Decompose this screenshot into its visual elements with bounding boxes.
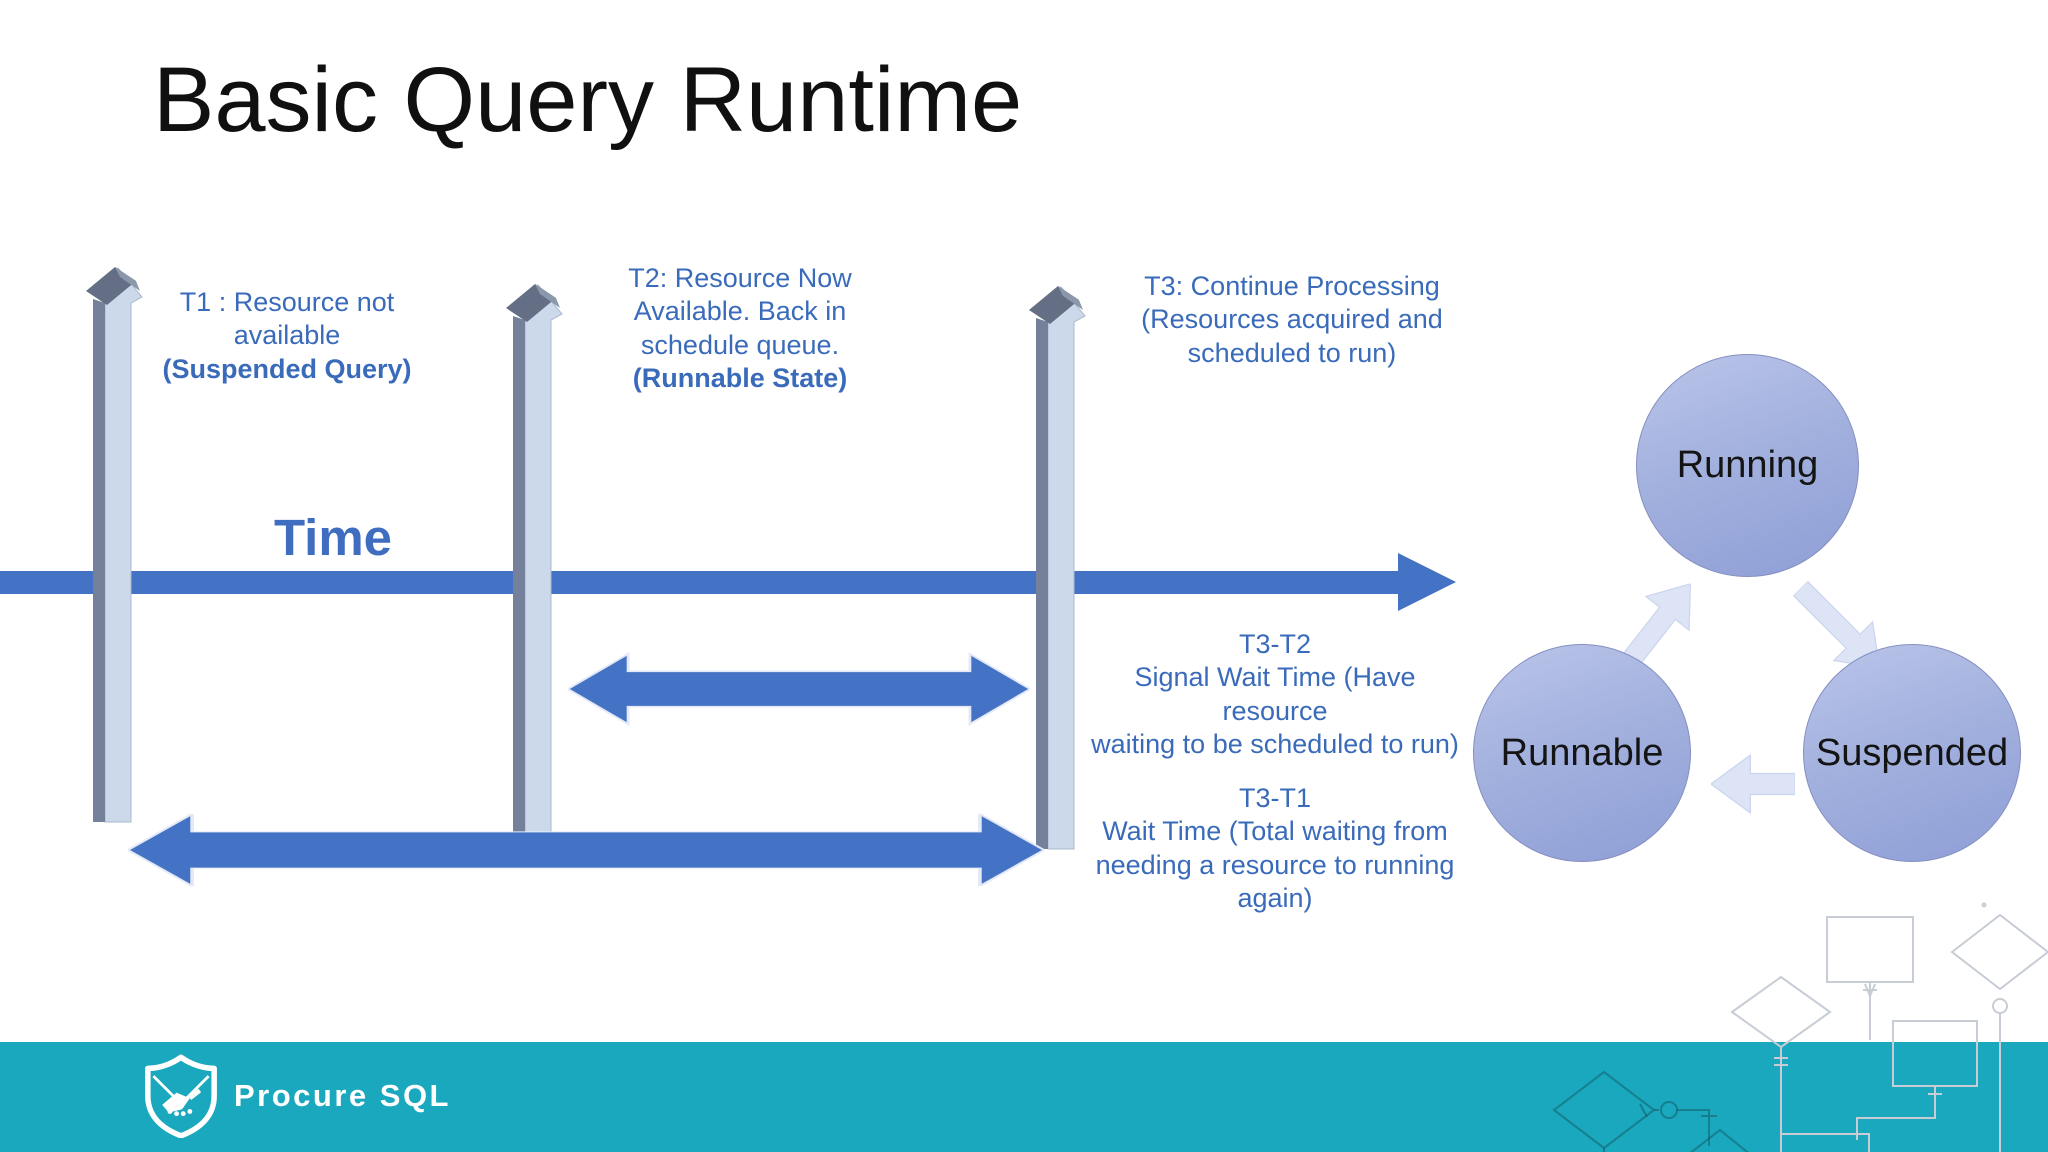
flowchart-watermark [1552, 902, 2048, 1152]
interval-title-t3t2: T3-T2 [1238, 629, 1311, 659]
interval-text-t3t1: T3-T1 Wait Time (Total waiting from need… [1086, 782, 1464, 916]
interval-title-t3t1: T3-T1 [1238, 783, 1311, 813]
state-circle-suspended: Suspended [1803, 644, 2021, 862]
state-label-suspended: Suspended [1815, 731, 2009, 774]
pillar-t3-icon [1029, 286, 1086, 850]
label-t2: T2: Resource Now Available. Back in sche… [614, 262, 866, 396]
time-label: Time [273, 509, 393, 566]
interval-text-t3t2: T3-T2 Signal Wait Time (Have resource wa… [1086, 628, 1464, 762]
label-t1-plain: T1 : Resource not available [179, 287, 395, 351]
timeline-arrowhead-icon [1398, 553, 1456, 611]
page-title: Basic Query Runtime [153, 49, 1023, 151]
interval-desc-t3t2: Signal Wait Time (Have resource waiting … [1091, 662, 1459, 760]
interval-arrow-t3t1 [128, 813, 1044, 887]
pillar-t2-icon [506, 284, 563, 846]
state-label-runnable: Runnable [1500, 731, 1664, 774]
state-circle-running: Running [1636, 354, 1859, 577]
label-t2-bold: (Runnable State) [632, 363, 848, 394]
interval-desc-t3t1: Wait Time (Total waiting from needing a … [1095, 816, 1455, 914]
label-t3: T3: Continue Processing (Resources acqui… [1141, 271, 1443, 368]
label-t1-bold: (Suspended Query) [162, 353, 412, 384]
cycle-arrow-suspended-to-runnable-icon [1711, 753, 1795, 815]
timeline-arrow-bar [0, 571, 1400, 594]
state-label-running: Running [1676, 444, 1819, 486]
pillar-t1-icon [86, 267, 143, 823]
label-t2-plain: T2: Resource Now Available. Back in sche… [628, 263, 852, 360]
label-t1: T1 : Resource not available (Suspended Q… [158, 286, 416, 386]
state-circle-runnable: Runnable [1473, 644, 1691, 862]
footer-bar [0, 1042, 2048, 1152]
brand-name: Procure SQL [234, 1078, 451, 1113]
interval-arrow-t3t2 [568, 651, 1030, 727]
shield-handshake-icon [145, 1054, 217, 1138]
